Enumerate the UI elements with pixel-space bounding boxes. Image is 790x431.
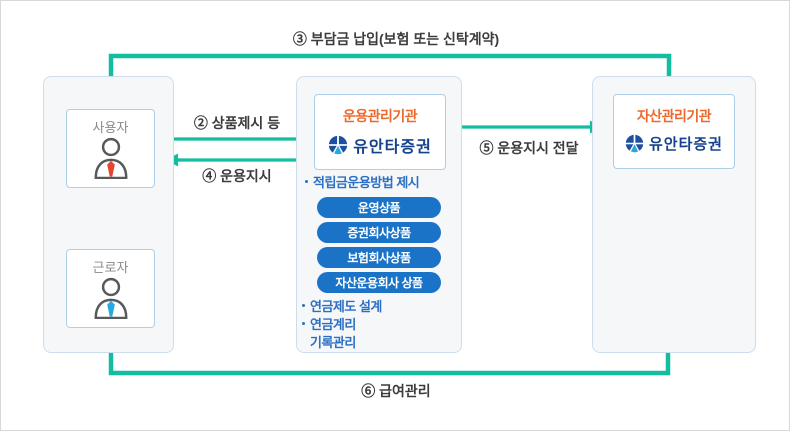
employer-employee-panel: 사용자 근로자 (43, 76, 174, 353)
product-pill: 자산운용회사 상품 (317, 272, 441, 293)
company-name: 유안타증권 (648, 136, 723, 153)
feature-item: 연금계리 (302, 314, 382, 332)
person-icon (93, 277, 128, 319)
yuanta-logo-icon (329, 135, 348, 155)
bullet-dot (305, 180, 308, 183)
flow3-label: ③ 부담금 납입(보험 또는 신탁계약) (292, 31, 500, 47)
product-pill: 증권회사상품 (317, 222, 441, 243)
employer-card: 사용자 (66, 109, 155, 188)
person-icon (93, 137, 128, 179)
management-title: 운용관리기관 (342, 108, 418, 124)
custody-panel: 자산관리기관 유안타증권 (592, 76, 756, 353)
flow6-line (108, 352, 671, 376)
blue-tie (106, 300, 115, 317)
flow6-label: ⑥ 급여관리 (361, 383, 431, 399)
feature-item: 연금제도 설계 (302, 296, 382, 314)
flow2-label: ② 상품제시 등 (193, 115, 281, 131)
product-pill: 운영상품 (317, 197, 441, 218)
yuanta-logo-icon (625, 134, 644, 153)
company-logo-row: 유안타증권 (625, 133, 723, 154)
employee-card: 근로자 (66, 249, 155, 328)
company-name: 유안타증권 (353, 139, 432, 156)
feature-item: 기록관리 (310, 334, 356, 350)
product-pill-list: 운영상품 증권회사상품 보험회사상품 자산운용회사 상품 (297, 197, 461, 293)
management-feature-list: 연금제도 설계 연금계리 기록관리 (302, 296, 382, 350)
management-card: 운용관리기관 유안타증권 (314, 94, 446, 170)
company-logo-row: 유안타증권 (328, 133, 432, 157)
flow5-label: ⑤ 운용지시 전달 (479, 140, 579, 156)
flow4-label: ④ 운용지시 (202, 168, 272, 184)
management-panel: 운용관리기관 유안타증권 적립금운용방법 제시 (296, 76, 462, 353)
bullet-dot (302, 303, 305, 307)
employer-label: 사용자 (92, 120, 129, 135)
custody-card: 자산관리기관 유안타증권 (613, 94, 735, 169)
product-pill: 보험회사상품 (317, 247, 441, 268)
bullet-dot (302, 321, 305, 325)
red-tie (106, 160, 115, 177)
employee-label: 근로자 (92, 260, 129, 275)
management-feature-main: 적립금운용방법 제시 (305, 172, 420, 191)
custody-title: 자산관리기관 (636, 108, 712, 124)
